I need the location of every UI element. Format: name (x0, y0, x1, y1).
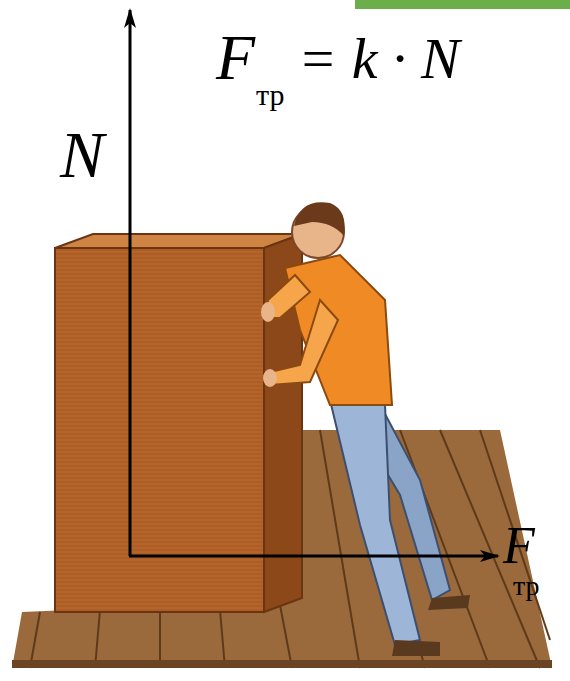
force-axes (129, 10, 498, 556)
formula-subscript: тр (256, 80, 284, 110)
man-pushing (261, 202, 470, 656)
friction-subscript: тр (513, 572, 540, 600)
normal-force-label: N (60, 122, 104, 188)
formula-rhs: = k · N (298, 30, 460, 88)
top-bar (355, 0, 570, 9)
friction-force-label: F (503, 520, 535, 572)
formula-symbol: F (216, 26, 255, 90)
